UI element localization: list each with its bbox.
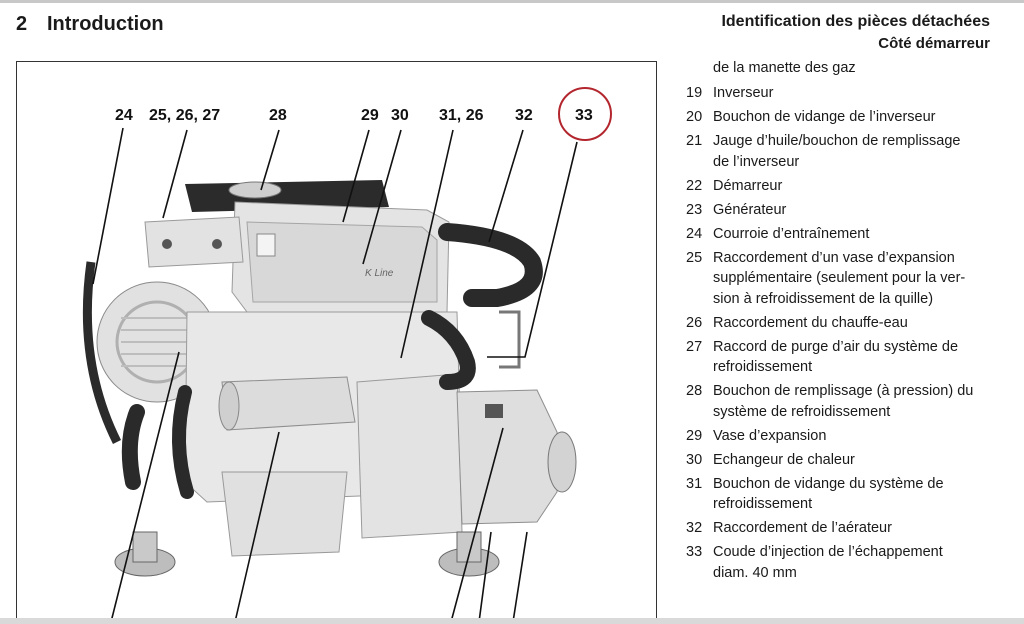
legend-number: 32	[686, 520, 703, 536]
legend-item: 24 Courroie d’entraînement	[686, 224, 1006, 245]
legend-text: Raccordement de l’aérateur	[713, 520, 892, 536]
legend-text: Coude d’injection de l’échappement diam.…	[713, 544, 943, 581]
legend-number: 33	[686, 544, 703, 560]
legend-item: 33 Coude d’injection de l’échappement dia…	[686, 542, 1006, 583]
leader-lines	[92, 127, 578, 623]
legend-text: Démarreur	[713, 177, 783, 194]
legend-text: Jauge d’huile/bouchon de remplissage de …	[713, 133, 961, 170]
legend-text: Echangeur de chaleur	[713, 451, 855, 468]
callout-29: 29	[361, 107, 379, 124]
legend-item: 29 Vase d’expansion	[686, 426, 1006, 447]
legend-item: 26 Raccordement du chauffe-eau	[686, 313, 1006, 334]
legend-number: 24	[686, 225, 703, 242]
legend-number: 31	[686, 475, 703, 492]
page-title: Identification des pièces détachées	[721, 13, 990, 30]
legend-number: 27	[686, 338, 703, 355]
engine-figure: 24 25, 26, 27 28 29 30 31, 26 32 33 K Li…	[16, 61, 657, 624]
legend-item: 22 Démarreur	[686, 176, 1006, 197]
callout-32: 32	[515, 107, 533, 124]
callout-25-26-27: 25, 26, 27	[149, 107, 220, 124]
callout-31-26: 31, 26	[439, 107, 484, 124]
callout-33: 33	[575, 107, 593, 124]
legend-text: Raccordement du chauffe-eau	[713, 314, 908, 331]
legend-number: 22	[686, 177, 703, 194]
legend-item: 21 Jauge d’huile/bouchon de remplissage d…	[686, 131, 1006, 172]
k-line-badge: K Line	[365, 268, 394, 279]
legend-number: 20	[686, 109, 703, 125]
callout-28: 28	[269, 107, 287, 124]
legend-item: 19 Inverseur	[686, 83, 1006, 104]
bottom-scroll-strip	[0, 618, 1024, 624]
section-title: Introduction	[47, 13, 164, 35]
legend-item: 20 Bouchon de vidange de l’inverseur	[686, 107, 1006, 128]
legend-number: 25	[686, 249, 703, 266]
legend-item: 32 Raccordement de l’aérateur	[686, 518, 1006, 539]
section-number: 2	[16, 13, 28, 35]
legend-text: Courroie d’entraînement	[713, 225, 870, 242]
legend-item: 27 Raccord de purge d’air du système de r…	[686, 337, 1006, 378]
legend-text: Raccordement d’un vase d’expansion suppl…	[713, 249, 966, 307]
legend-item: 28 Bouchon de remplissage (à pression) du…	[686, 381, 1006, 422]
legend-item: 31 Bouchon de vidange du système de refro…	[686, 474, 1006, 515]
callout-24: 24	[115, 107, 133, 124]
legend-number: 30	[686, 451, 703, 468]
legend-text: Vase d’expansion	[713, 427, 827, 444]
legend-text: Bouchon de vidange de l’inverseur	[713, 109, 936, 125]
callout-33-highlight-circle	[558, 87, 612, 141]
legend-number: 23	[686, 201, 703, 218]
legend-item: 23 Générateur	[686, 200, 1006, 221]
legend-number: 19	[686, 85, 703, 101]
legend-continued-text: de la manette des gaz	[713, 60, 856, 76]
legend-number: 28	[686, 383, 703, 399]
legend-text: Bouchon de remplissage (à pression) du s…	[713, 383, 974, 420]
engine-drawing: K Line	[82, 180, 577, 577]
legend-number: 29	[686, 427, 703, 444]
parts-legend: 19 Inverseur 20 Bouchon de vidange de l’in…	[686, 83, 1006, 587]
legend-text: Générateur	[713, 201, 787, 218]
legend-item: 25 Raccordement d’un vase d’expansion sup…	[686, 248, 1006, 310]
legend-item: 30 Echangeur de chaleur	[686, 450, 1006, 471]
legend-text: Inverseur	[713, 85, 774, 101]
legend-text: Raccord de purge d’air du système de ref…	[713, 338, 959, 376]
legend-text: Bouchon de vidange du système de refroid…	[713, 475, 944, 513]
engine-illustration: 24 25, 26, 27 28 29 30 31, 26 32 33 K Li…	[82, 87, 612, 623]
page-subtitle: Côté démarreur	[878, 35, 990, 52]
callout-30: 30	[391, 107, 409, 124]
legend-number: 21	[686, 133, 703, 149]
legend-number: 26	[686, 314, 703, 331]
top-rule	[0, 0, 1024, 3]
